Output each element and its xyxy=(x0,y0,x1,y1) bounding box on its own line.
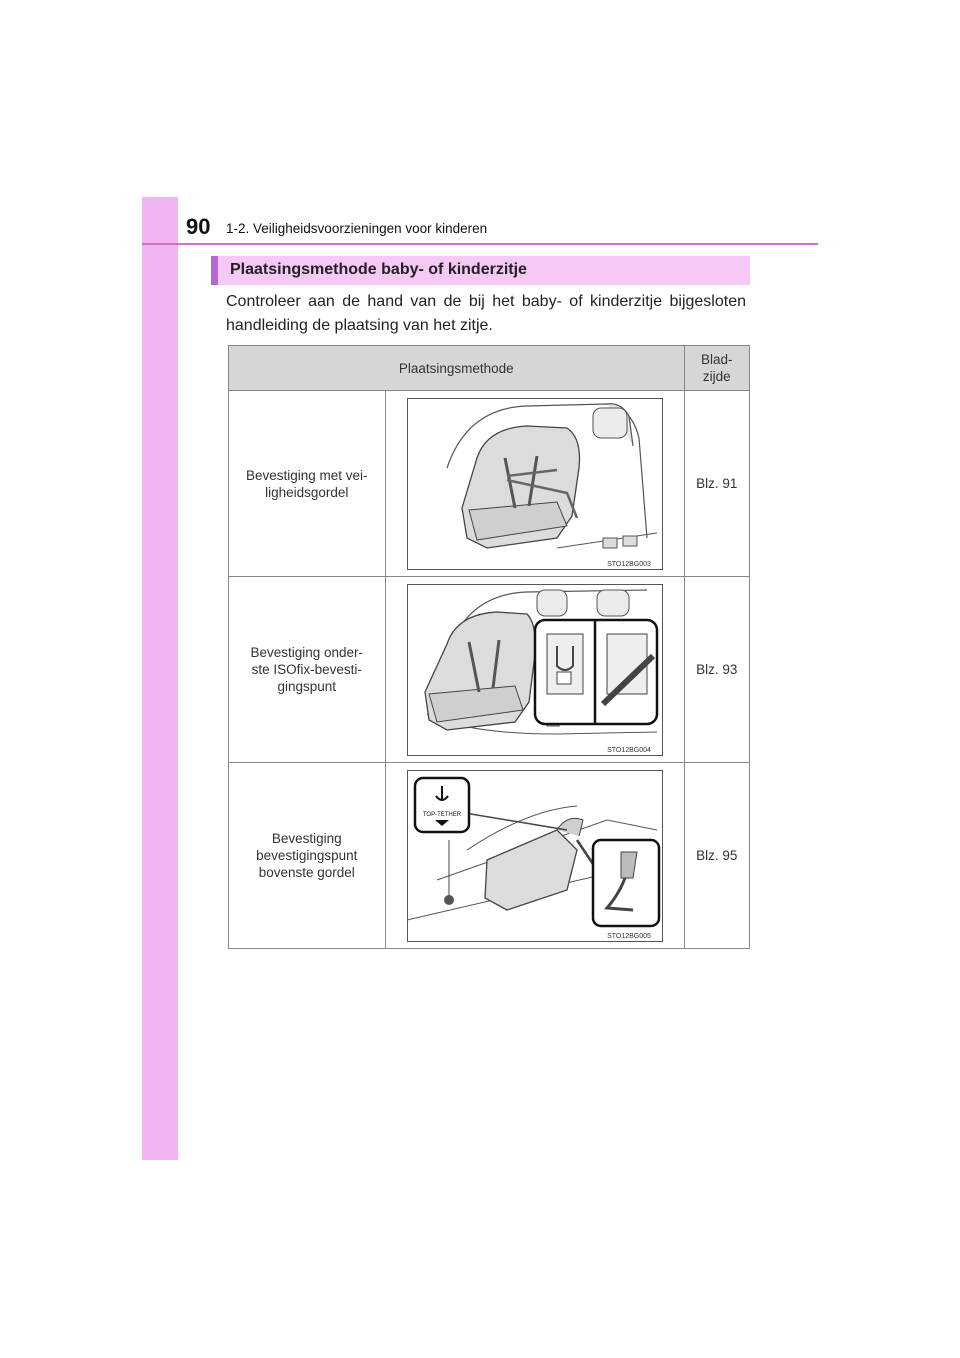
page-reference: Blz. 93 xyxy=(683,576,751,763)
method-label: Bevestiging met vei- ligheidsgordel xyxy=(228,390,386,577)
figure-code: STO12BG004 xyxy=(607,747,651,754)
figure-cell: STO12BG004 xyxy=(384,576,685,763)
intro-paragraph: Controleer aan de hand van de bij het ba… xyxy=(226,293,746,334)
figure-code: STO12BG005 xyxy=(607,933,651,940)
page-reference: Blz. 91 xyxy=(683,390,751,577)
chapter-title: 1-2. Veiligheidsvoorzieningen voor kinde… xyxy=(226,221,488,236)
header-rule xyxy=(142,243,818,245)
figure-cell: TOP-TETHER STO12BG005 xyxy=(384,762,685,949)
table-row: Bevestiging bevestigingspunt bovenste go… xyxy=(228,762,751,949)
header-method: Plaatsingsmethode xyxy=(228,345,685,391)
side-tab-bar xyxy=(142,197,178,1160)
section-title: Plaatsingsmethode baby- of kinderzitje xyxy=(230,261,527,278)
figure-seatbelt-mount: STO12BG003 xyxy=(406,397,663,570)
figure-code: STO12BG003 xyxy=(607,561,651,568)
method-label: Bevestiging bevestigingspunt bovenste go… xyxy=(228,762,386,949)
header-page-label: Blad- zijde xyxy=(701,352,733,384)
table-header-row: Plaatsingsmethode Blad- zijde xyxy=(228,345,751,391)
table-row: Bevestiging met vei- ligheidsgordel STO1… xyxy=(228,390,751,577)
header-page: Blad- zijde xyxy=(683,345,751,391)
method-label: Bevestiging onder- ste ISOfix-bevesti- g… xyxy=(228,576,386,763)
figure-cell: STO12BG003 xyxy=(384,390,685,577)
figure-isofix-mount: STO12BG004 xyxy=(406,583,663,756)
table-row: Bevestiging onder- ste ISOfix-bevesti- g… xyxy=(228,576,751,763)
section-banner: Plaatsingsmethode baby- of kinderzitje xyxy=(211,256,750,285)
page-reference: Blz. 95 xyxy=(683,762,751,949)
figure-top-tether-mount: TOP-TETHER STO12BG005 xyxy=(406,769,663,942)
page-number: 90 xyxy=(186,214,211,239)
top-tether-badge: TOP-TETHER xyxy=(422,812,461,818)
mounting-method-table: Plaatsingsmethode Blad- zijde Bevestigin… xyxy=(228,345,751,949)
